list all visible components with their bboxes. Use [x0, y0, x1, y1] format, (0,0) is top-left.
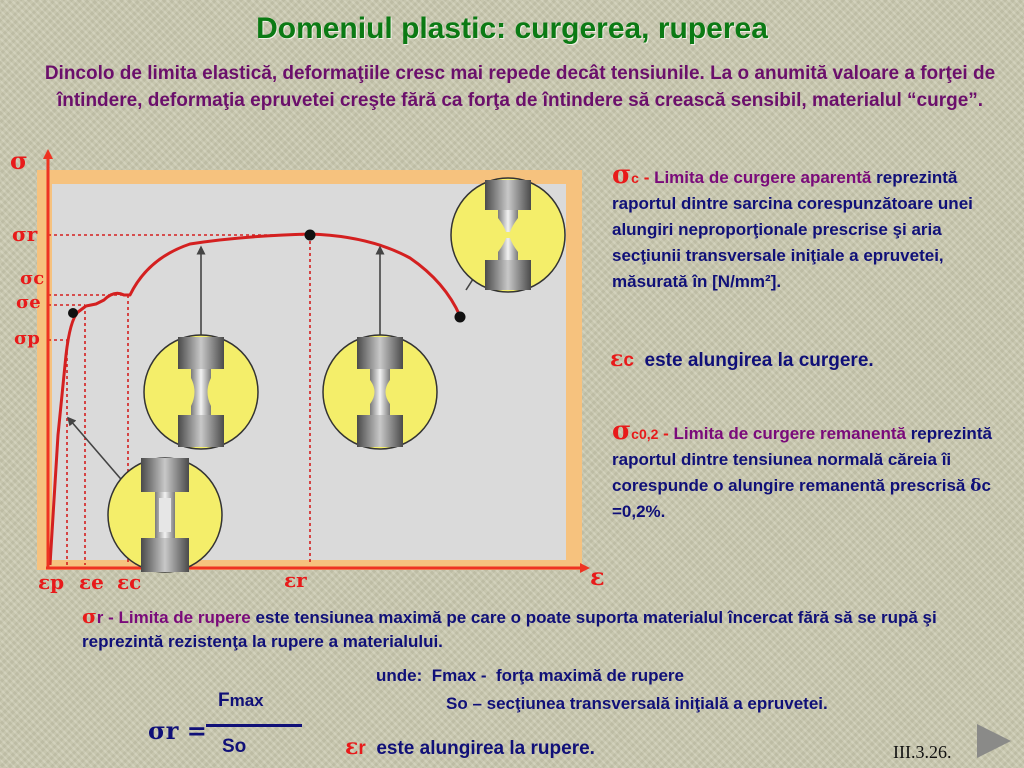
formula-denominator: So: [222, 736, 247, 757]
x-axis-label: ε: [590, 562, 605, 591]
sigma-c-label: σc: [20, 268, 45, 289]
definition-sigma-c: σc - Limita de curgere aparentă reprezin…: [612, 160, 973, 291]
next-slide-arrow-icon[interactable]: [977, 724, 1011, 758]
intro-paragraph: Dincolo de limita elastică, deformaţiile…: [44, 63, 996, 111]
specimen-elastic: [107, 457, 223, 573]
point-max-stress: [304, 229, 316, 241]
definition-epsilon-r: εr este alungirea la rupere.: [345, 734, 595, 760]
fraction-bar: [206, 724, 302, 727]
stress-strain-curve: [48, 232, 462, 566]
definition-epsilon-c: εc este alungirea la curgere.: [610, 346, 874, 372]
definition-sigma-c02: σc0,2 - Limita de curgere remanentă repr…: [612, 416, 992, 521]
sigma-p-label: σp: [14, 328, 40, 349]
specimen-fracture: [450, 177, 566, 293]
specimen-yield: [143, 334, 259, 450]
slide-title: Domeniul plastic: curgerea, ruperea: [256, 12, 768, 45]
epsilon-c-label: εc: [117, 570, 142, 594]
epsilon-p-label: εp: [38, 570, 65, 594]
sigma-r-label: σr: [12, 222, 38, 246]
formula-sigma-r: σr = Fmax So: [148, 690, 308, 760]
where-so: So – secţiunea transversală iniţială a e…: [446, 694, 828, 713]
specimen-necking: [322, 334, 438, 450]
where-fmax: unde: Fmax - forţa maximă de rupere: [376, 666, 684, 685]
stress-strain-diagram: [37, 149, 590, 573]
sigma-e-label: σe: [16, 292, 41, 313]
point-rupture: [454, 311, 466, 323]
formula-lhs: σr =: [148, 716, 207, 745]
point-proportional: [68, 308, 78, 318]
formula-numerator: Fmax: [218, 690, 264, 711]
epsilon-e-label: εe: [79, 570, 104, 594]
y-axis-label: σ: [10, 146, 28, 175]
definition-sigma-r: σr - Limita de rupere este tensiunea max…: [82, 604, 937, 651]
epsilon-r-label: εr: [284, 568, 307, 592]
page-number: III.3.26.: [893, 742, 952, 762]
